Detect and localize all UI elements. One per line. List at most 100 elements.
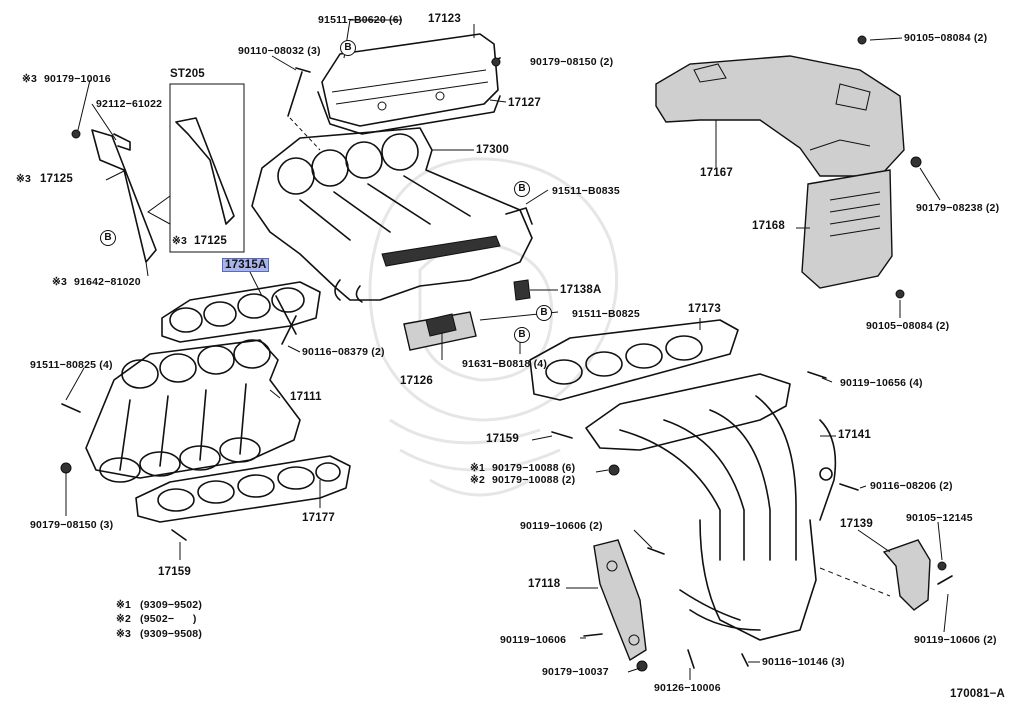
st205-box	[147, 83, 245, 253]
label-90119-10606-c: 90119−10606 (2)	[914, 634, 997, 646]
legend-mark-2: ※2	[116, 613, 132, 625]
label-17139: 17139	[840, 518, 873, 530]
bubble-b-left: B	[100, 230, 116, 246]
leader-dashed-17139	[819, 567, 891, 597]
stud-90126-10006	[687, 649, 695, 669]
label-17138a: 17138A	[560, 284, 602, 296]
label-17315a-highlighted[interactable]: 17315A	[222, 258, 270, 272]
label-17123: 17123	[428, 13, 461, 25]
label-90126-10006: 90126−10006	[654, 682, 721, 694]
plug-17138a	[513, 279, 531, 301]
mark-3-17125-box: ※3	[172, 235, 188, 247]
leader-lines	[65, 19, 949, 680]
label-90179-08150-left: 90179−08150 (3)	[30, 519, 114, 531]
label-90119-10606-b: 90119−10606	[500, 634, 567, 646]
mark-1-90179-10088: ※1	[470, 462, 486, 474]
label-91511-b0825: 91511−B0825	[572, 308, 640, 320]
label-17126: 17126	[400, 375, 433, 387]
bolt-91511-80825	[61, 403, 81, 413]
label-17125-box: 17125	[194, 235, 227, 247]
label-17168: 17168	[752, 220, 785, 232]
mark-2-90179-10088: ※2	[470, 474, 486, 486]
heat-insulator-17167	[655, 55, 905, 177]
bubble-b-91631: B	[514, 327, 530, 343]
bubble-b-91511-b0825: B	[536, 305, 552, 321]
mark-3-91642: ※3	[52, 276, 68, 288]
label-90105-08084-top: 90105−08084 (2)	[904, 32, 988, 44]
footer-diagram-code: 170081−A	[950, 688, 1005, 700]
label-90179-10037: 90179−10037	[542, 666, 609, 678]
bolt-90119-10606-c	[937, 575, 953, 585]
label-st205: ST205	[170, 68, 205, 80]
label-17111: 17111	[290, 391, 322, 403]
label-90179-10016: 90179−10016	[44, 73, 111, 85]
bubble-b-top: B	[340, 40, 356, 56]
label-90116-10146: 90116−10146 (3)	[762, 656, 845, 668]
label-90116-08379: 90116−08379 (2)	[302, 346, 385, 358]
label-90119-10656: 90119−10656 (4)	[840, 377, 923, 389]
label-91511-b0835: 91511−B0835	[552, 185, 620, 197]
bolt-90105-08084-mid	[895, 289, 905, 299]
label-17177: 17177	[302, 512, 335, 524]
nut-90179-08150-left	[60, 462, 72, 474]
bolt-90116-08206	[839, 483, 859, 491]
label-17118: 17118	[528, 578, 561, 590]
label-91511-b0620: 91511−B0620 (6)	[318, 14, 403, 26]
label-17127: 17127	[508, 97, 541, 109]
intake-manifold-17111	[85, 339, 301, 483]
heat-insulator-17168	[801, 169, 893, 289]
leader-dashed-bolt	[289, 117, 321, 151]
bubble-b-91511-b0835: B	[514, 181, 530, 197]
label-17173: 17173	[688, 303, 721, 315]
mount-17126	[403, 311, 477, 351]
cover-17123	[317, 33, 501, 135]
bolt-90119-10606-b	[583, 633, 603, 637]
legend-text-3: (9309−9508)	[140, 628, 203, 640]
nut-90179-10037	[636, 660, 648, 672]
gasket-17315a	[161, 281, 321, 343]
legend-mark-3: ※3	[116, 628, 132, 640]
mark-3-17125-left: ※3	[16, 173, 32, 185]
bracket-17118	[593, 539, 647, 662]
label-92112-61022: 92112−61022	[96, 98, 163, 110]
mark-3-90179-10016: ※3	[22, 73, 38, 85]
bolt-90116-10146	[741, 653, 749, 667]
label-90110-08032: 90110−08032 (3)	[238, 45, 321, 57]
label-90179-08238: 90179−08238 (2)	[916, 202, 1000, 214]
exhaust-manifold-17141	[585, 373, 837, 641]
label-91642-81020: 91642−81020	[74, 276, 141, 288]
bolt-90116-08379	[281, 315, 297, 345]
bolt-90119-10606-a	[647, 547, 665, 555]
stud-17159-right	[551, 431, 573, 439]
bolt-90110	[287, 67, 311, 117]
nut-90179-10088	[608, 464, 620, 476]
label-90179-10088-a: 90179−10088 (6)	[492, 462, 576, 474]
bolt-90119-10656	[807, 371, 827, 379]
label-17300: 17300	[476, 144, 509, 156]
legend-mark-1: ※1	[116, 599, 132, 611]
label-17167: 17167	[700, 167, 733, 179]
label-90116-08206: 90116−08206 (2)	[870, 480, 953, 492]
washer-90179-08150-top	[491, 57, 501, 67]
bracket-17139	[882, 539, 931, 611]
label-90179-08150-top: 90179−08150 (2)	[530, 56, 614, 68]
gasket-17173	[529, 319, 739, 401]
label-91511-80825: 91511−80825 (4)	[30, 359, 113, 371]
label-17125-left: 17125	[40, 173, 73, 185]
label-90179-10088-b: 90179−10088 (2)	[492, 474, 576, 486]
label-17159-left: 17159	[158, 566, 191, 578]
bolt-90179-08238	[910, 156, 922, 168]
bolt-90105-12145	[937, 561, 947, 571]
label-17141: 17141	[838, 429, 871, 441]
legend-text-2: (9502− )	[140, 613, 197, 625]
label-90119-10606-a: 90119−10606 (2)	[520, 520, 603, 532]
gasket-17177	[135, 455, 351, 523]
label-90105-12145: 90105−12145	[906, 512, 973, 524]
legend-text-1: (9309−9502)	[140, 599, 203, 611]
bolt-90105-08084-top	[857, 35, 867, 45]
stud-17159-left	[171, 529, 187, 541]
label-90105-08084-mid: 90105−08084 (2)	[866, 320, 950, 332]
label-91631-b0818: 91631−B0818 (4)	[462, 358, 548, 370]
label-17159-right: 17159	[486, 433, 519, 445]
